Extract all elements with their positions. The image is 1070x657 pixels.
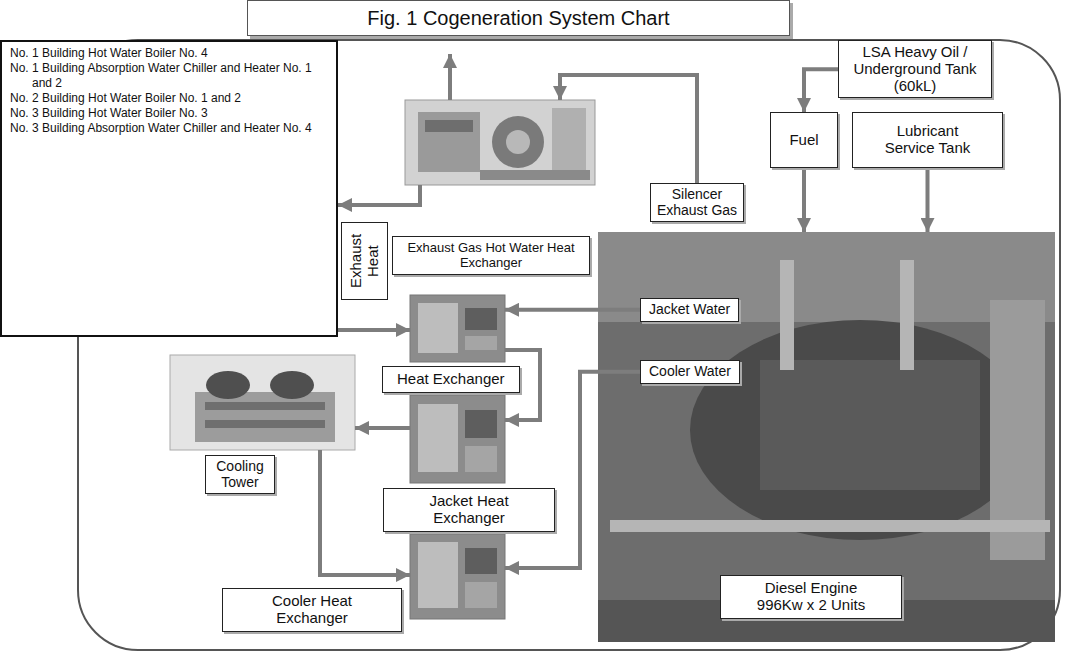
flow-arrow <box>505 372 640 568</box>
node-text: Cooler Water <box>649 364 731 380</box>
flow-arrow <box>804 69 838 112</box>
heat-exchanger-photo <box>410 295 505 362</box>
node-text: Jacket Water <box>649 302 730 318</box>
diesel-engine-photo <box>598 232 1055 642</box>
diagram-title: Fig. 1 Cogeneration System Chart <box>367 7 669 29</box>
flow-arrow <box>560 75 697 183</box>
equipment-label-box: Heat Exchanger <box>382 366 520 393</box>
equipment-label-box: Cooler Heat Exchanger <box>222 588 402 632</box>
flow-arrow <box>338 185 420 205</box>
flow-arrow <box>926 168 930 232</box>
node-text: No. 1 Building Hot Water Boiler No. 4 <box>8 46 330 61</box>
equipment-label-box: Exhaust Gas Hot Water Heat Exchanger <box>392 236 590 275</box>
node-text: Silencer Exhaust Gas <box>656 187 738 218</box>
node-text: Heat Exchanger <box>397 371 505 388</box>
jacket-water-box: Jacket Water <box>640 298 739 322</box>
fuel-tank-box: LSA Heavy Oil / Underground Tank (60kL) <box>838 40 992 98</box>
jacket-heat-exchanger: Jacket Heat Exchanger <box>410 395 505 483</box>
destination-list-box: No. 1 Building Hot Water Boiler No. 4No.… <box>0 40 338 337</box>
flow-arrow <box>505 308 640 312</box>
node-text: Cooling Tower <box>212 459 268 490</box>
heat-exchanger: Heat Exchanger <box>410 295 505 362</box>
cooling-tower-photo <box>170 355 355 450</box>
node-text: Exhaust Heat <box>347 229 382 293</box>
fuel-box: Fuel <box>770 112 838 168</box>
title-box: Fig. 1 Cogeneration System Chart <box>247 0 790 36</box>
lubricant-tank-box: Lubricant Service Tank <box>852 112 1003 168</box>
flow-arrow <box>338 328 410 332</box>
cooler-water-box: Cooler Water <box>640 360 740 384</box>
node-text: Diesel Engine 996Kw x 2 Units <box>751 580 871 614</box>
jacket-heat-exchanger-photo <box>410 395 505 483</box>
node-text: No. 2 Building Hot Water Boiler No. 1 an… <box>8 91 330 106</box>
diesel-engine: Diesel Engine 996Kw x 2 Units Jacket Wate… <box>598 232 1055 642</box>
node-text: Lubricant Service Tank <box>878 123 978 157</box>
cooler-heat-exchanger-photo <box>410 534 505 619</box>
exhaust-gas-heat-exchanger: Exhaust Gas Hot Water Heat Exchanger <box>405 100 595 185</box>
silencer-box: Silencer Exhaust Gas <box>650 183 744 222</box>
equipment-label-box: Cooling Tower <box>205 455 275 494</box>
exhaust-heat-exchanger-photo <box>405 100 595 185</box>
equipment-label-box: Diesel Engine 996Kw x 2 Units <box>720 575 902 619</box>
node-text: Exhaust Gas Hot Water Heat Exchanger <box>401 241 581 270</box>
cooler-heat-exchanger: Cooler Heat Exchanger <box>410 534 505 619</box>
node-text: Jacket Heat Exchanger <box>414 493 524 527</box>
exhaust-heat-box: Exhaust Heat <box>341 222 388 300</box>
cooling-tower: Cooling Tower <box>170 355 355 450</box>
equipment-label-box: Jacket Heat Exchanger <box>383 488 555 532</box>
flow-arrow <box>802 168 806 232</box>
node-text: No. 3 Building Hot Water Boiler No. 3 <box>8 106 330 121</box>
node-text: LSA Heavy Oil / Underground Tank (60kL) <box>849 44 981 94</box>
node-text: No. 3 Building Absorption Water Chiller … <box>8 121 330 136</box>
flow-arrow <box>355 426 410 430</box>
node-text: Fuel <box>789 132 818 149</box>
node-text: No. 1 Building Absorption Water Chiller … <box>8 61 330 91</box>
chimney-arrow <box>448 54 452 100</box>
node-text: Cooler Heat Exchanger <box>257 593 367 627</box>
